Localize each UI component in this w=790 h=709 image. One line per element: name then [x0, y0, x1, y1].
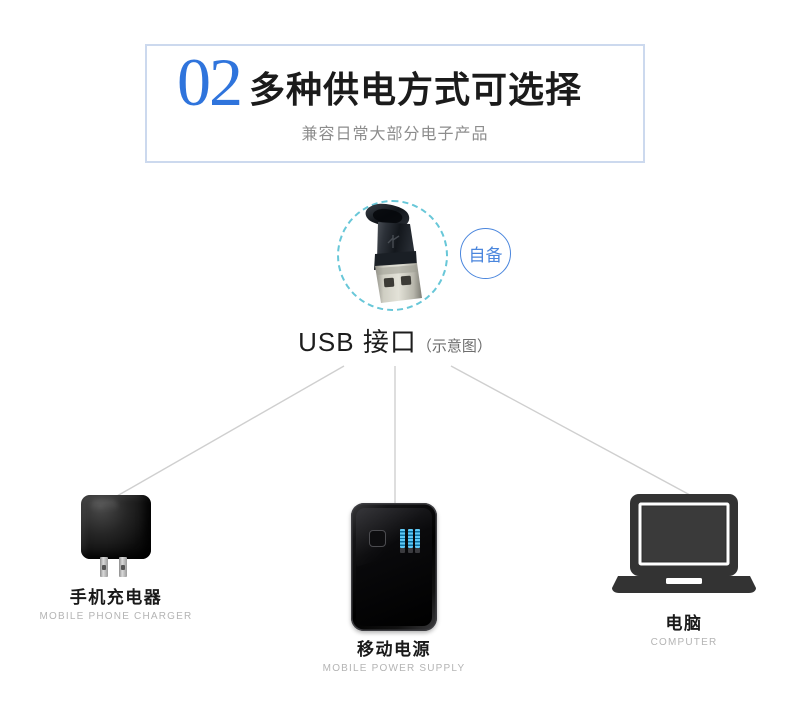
connector-line-charger [109, 365, 345, 501]
usb-connector-icon [365, 203, 422, 303]
charger-label-cn: 手机充电器 [69, 588, 163, 607]
powerbank-label-en: MOBILE POWER SUPPLY [322, 663, 466, 674]
power-bank-led-3 [415, 529, 420, 548]
power-bank-body [351, 503, 437, 631]
self-supplied-badge: 自备 [460, 228, 511, 279]
power-bank-port-3 [415, 548, 420, 553]
wall-charger-icon [71, 495, 161, 579]
power-bank-face [356, 508, 432, 626]
connector-line-computer [450, 365, 691, 496]
header-banner: 02 多种供电方式可选择 兼容日常大部分电子产品 [145, 44, 645, 163]
device-node-computer: 电脑 COMPUTER [592, 490, 776, 650]
usb-highlight-ring [337, 200, 448, 311]
usb-label-note: （示意图） [416, 338, 492, 355]
charger-prong-right [119, 557, 127, 577]
charger-body [81, 495, 151, 559]
device-node-charger: 手机充电器 MOBILE PHONE CHARGER [24, 495, 208, 624]
usb-label-main: USB 接口 [298, 327, 417, 357]
self-supplied-badge-label: 自备 [468, 246, 503, 265]
charger-label-en: MOBILE PHONE CHARGER [39, 611, 193, 622]
section-number: 02 [177, 44, 243, 120]
power-bank-led-2 [407, 529, 413, 548]
power-bank-icon [351, 503, 437, 631]
computer-label-en: COMPUTER [650, 637, 718, 648]
computer-label-group: 电脑 COMPUTER [592, 613, 776, 650]
charger-prong-left [100, 557, 108, 577]
usb-node [337, 200, 452, 312]
usb-label: USB 接口（示意图） [0, 322, 790, 359]
power-bank-led-1 [400, 529, 405, 548]
power-bank-button [369, 530, 386, 547]
device-node-powerbank: 移动电源 MOBILE POWER SUPPLY [302, 503, 486, 676]
laptop-icon [612, 494, 756, 593]
page-title: 多种供电方式可选择 [249, 69, 583, 110]
computer-label-cn: 电脑 [665, 614, 703, 633]
power-bank-led-indicator [400, 529, 424, 548]
power-bank-port-2 [407, 548, 413, 553]
powerbank-label-cn: 移动电源 [357, 640, 431, 659]
powerbank-label-group: 移动电源 MOBILE POWER SUPPLY [302, 639, 486, 676]
charger-label-group: 手机充电器 MOBILE PHONE CHARGER [24, 587, 208, 624]
power-bank-port-1 [400, 548, 405, 553]
page-subtitle: 兼容日常大部分电子产品 [301, 126, 489, 143]
